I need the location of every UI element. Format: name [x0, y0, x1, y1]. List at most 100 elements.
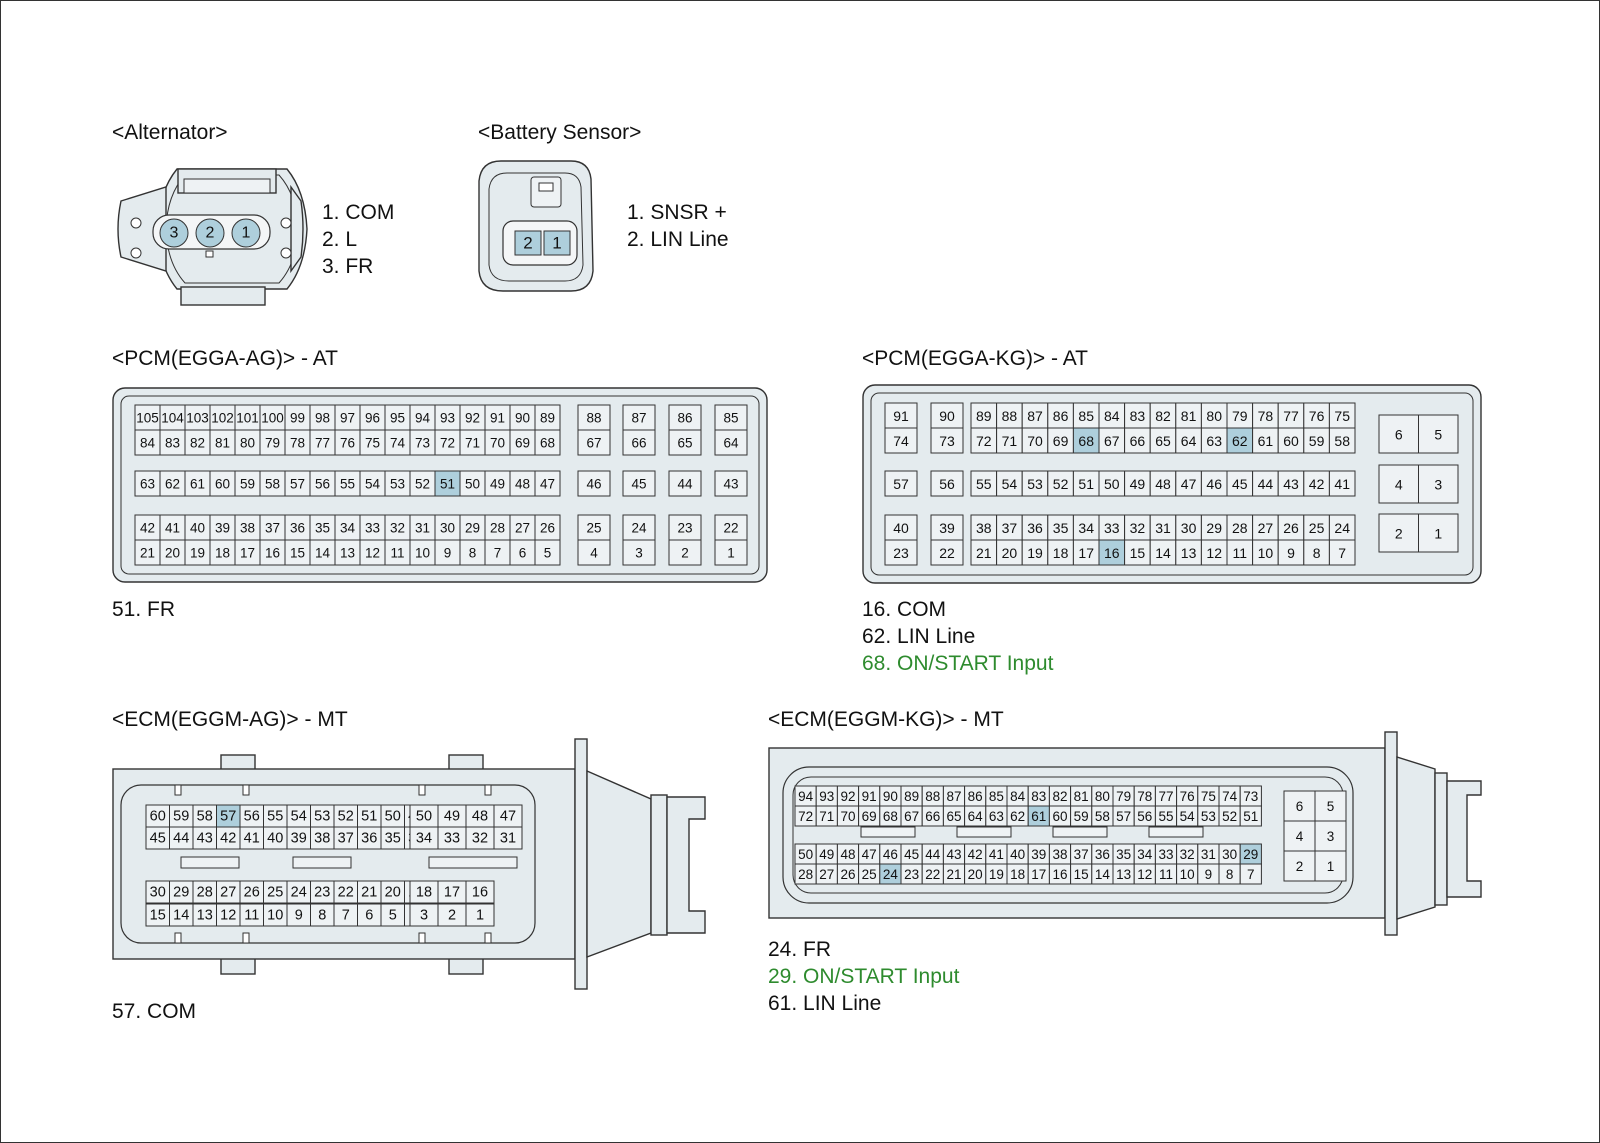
- pin-3: [1418, 464, 1459, 504]
- pin-9: [1277, 539, 1305, 566]
- pin-label: 86: [968, 789, 983, 804]
- pin-72: [434, 429, 461, 456]
- pin-label: 53: [1201, 809, 1216, 824]
- pin-label: 37: [1002, 520, 1018, 536]
- pin-label: 71: [465, 436, 480, 451]
- pin-label: 50: [798, 847, 813, 862]
- pin-44: [1252, 470, 1279, 497]
- pin-8: [459, 539, 486, 566]
- pin-49: [484, 470, 511, 497]
- pin-label: 93: [440, 411, 455, 426]
- pin-label: 80: [240, 436, 255, 451]
- pin-label: 103: [186, 411, 209, 426]
- pin-label: 21: [361, 885, 377, 901]
- pin-label: 59: [173, 809, 189, 825]
- pin-label: 58: [1334, 433, 1350, 449]
- pin-label: 60: [215, 477, 230, 492]
- pin-label: 73: [415, 436, 430, 451]
- pin-101: [234, 404, 261, 431]
- pin-label: 33: [1158, 847, 1173, 862]
- pin-39: [930, 514, 964, 541]
- pin-label: 40: [190, 521, 205, 536]
- pin-label: 23: [893, 545, 909, 561]
- pin-85: [714, 404, 748, 431]
- pin-14: [1149, 539, 1177, 566]
- pin-3: [622, 539, 656, 566]
- battery-sensor-title: <Battery Sensor>: [478, 121, 642, 144]
- legend-item: 3. FR: [322, 255, 374, 278]
- pin-15: [284, 539, 311, 566]
- pin-label: 33: [444, 831, 460, 847]
- pin-1: [1314, 850, 1347, 882]
- pin-label: 65: [946, 809, 961, 824]
- pin-37: [259, 514, 286, 541]
- pin-55: [970, 470, 998, 497]
- pin-52: [1047, 470, 1074, 497]
- pin-label: 1: [727, 546, 735, 561]
- pin-74: [884, 427, 918, 454]
- pin-42: [134, 514, 161, 541]
- pin-label: 89: [904, 789, 919, 804]
- pin-label: 12: [1206, 545, 1222, 561]
- pin-29: [459, 514, 486, 541]
- pin-label: 18: [215, 546, 230, 561]
- pin-label: 5: [1327, 799, 1335, 814]
- pin-label: 61: [1258, 433, 1274, 449]
- pin-34: [334, 514, 361, 541]
- pin-label: 19: [190, 546, 205, 561]
- pin-label: 13: [1181, 545, 1197, 561]
- pin-label: 74: [893, 433, 909, 449]
- pin-label: 23: [677, 521, 692, 536]
- pin-label: 9: [295, 908, 303, 924]
- pin-label: 40: [893, 520, 909, 536]
- pin-label: 39: [215, 521, 230, 536]
- pin-56: [930, 470, 964, 497]
- pin-43: [1277, 470, 1305, 497]
- pin-label: 30: [1222, 847, 1237, 862]
- pin-label: 81: [1181, 408, 1197, 424]
- legend-item: 57. COM: [112, 1000, 197, 1023]
- pin-label: 51: [361, 809, 377, 825]
- pin-label: 35: [1116, 847, 1131, 862]
- pin-label: 83: [1031, 789, 1046, 804]
- pin-label: 74: [1222, 789, 1238, 804]
- pin-label: 31: [500, 831, 516, 847]
- pin-label: 21: [946, 867, 961, 882]
- pin-label: 94: [798, 789, 814, 804]
- pin-16: [1098, 539, 1126, 566]
- pin-label: 80: [1206, 408, 1222, 424]
- pin-label: 23: [904, 867, 919, 882]
- pin-label: 33: [365, 521, 380, 536]
- pin-78: [1252, 402, 1279, 429]
- pin-label: 101: [236, 411, 259, 426]
- pin-label: 90: [883, 789, 898, 804]
- pin-label: 29: [173, 885, 189, 901]
- pin-label: 87: [1027, 408, 1043, 424]
- pin-label: 89: [976, 408, 992, 424]
- pin-label: 52: [1222, 809, 1237, 824]
- pin-label: 85: [989, 789, 1004, 804]
- pin-label: 32: [390, 521, 405, 536]
- pin-label: 34: [416, 831, 432, 847]
- pin-label: 27: [819, 867, 834, 882]
- pin-label: 68: [883, 809, 898, 824]
- pin-label: 73: [1243, 789, 1258, 804]
- pin-label: 43: [1283, 476, 1299, 492]
- pin-label: 77: [1158, 789, 1173, 804]
- pin-label: 50: [1104, 476, 1120, 492]
- pin-31: [409, 514, 436, 541]
- pin-10: [409, 539, 436, 566]
- pin-10: [1252, 539, 1279, 566]
- pin-70: [1021, 427, 1049, 454]
- pin-label: 49: [444, 809, 460, 825]
- pin-label: 8: [1313, 545, 1321, 561]
- pin-label: 20: [385, 885, 401, 901]
- pin-label: 76: [340, 436, 355, 451]
- pin-label: 63: [1206, 433, 1222, 449]
- pin-label: 78: [1137, 789, 1152, 804]
- pin-84: [134, 429, 161, 456]
- pin-label: 87: [631, 411, 646, 426]
